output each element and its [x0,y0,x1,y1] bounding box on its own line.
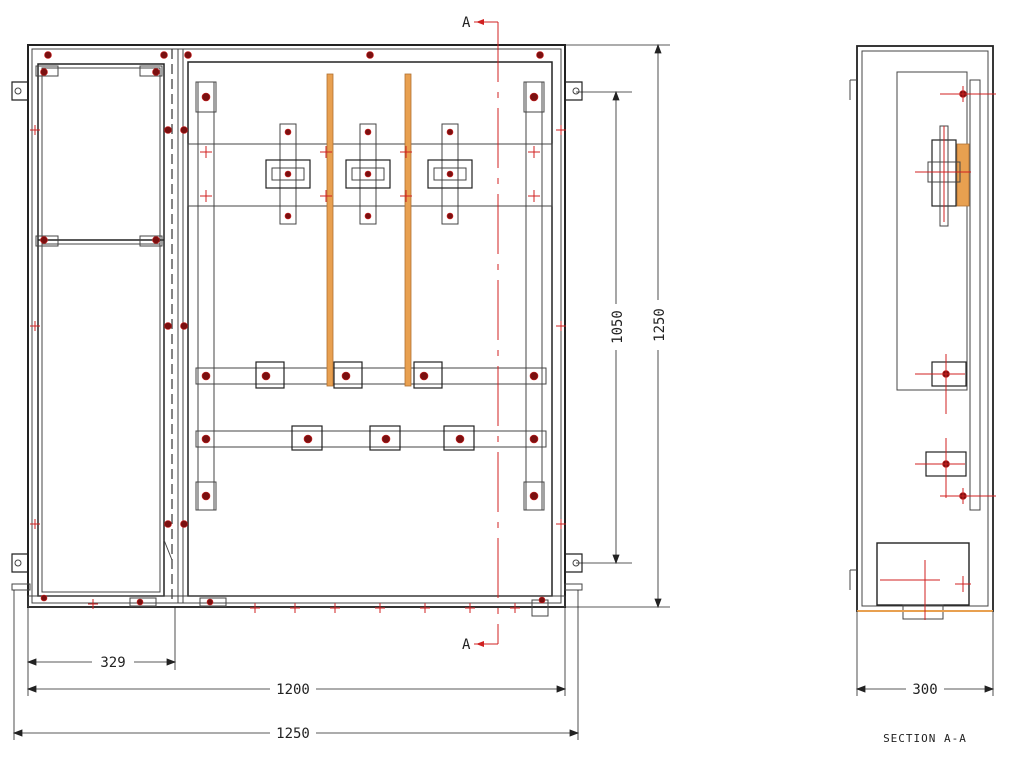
dimension-1200: 1200 [276,682,310,698]
front-view [11,19,670,740]
side-busbar [956,143,970,207]
section-line-a-a [474,19,499,647]
insulator-2 [345,123,391,225]
din-rail-lower [195,430,547,448]
side-mounting-plate [896,71,968,391]
dimension-329: 329 [100,655,125,671]
dimension-300: 300 [912,682,937,698]
dimension-lines [12,43,670,740]
insulator-3 [427,123,473,225]
bolt-markers [40,51,546,606]
dimension-1250-horizontal: 1250 [276,726,310,742]
side-rail [969,79,981,511]
right-compartment [187,61,553,597]
insulator-1 [265,123,311,225]
din-rail-upper [195,367,547,385]
side-view [849,45,996,696]
busbar-2 [404,73,412,387]
centerline-crosses [30,125,566,613]
side-enclosure-outline [856,45,994,612]
dimension-1250-vertical: 1250 [652,308,668,342]
left-compartment [35,63,173,597]
busbar-1 [326,73,334,387]
mounting-plate [187,143,553,207]
section-caption: SECTION A-A [883,732,967,745]
section-marker-top: A [462,15,471,31]
mounting-lugs [11,81,583,591]
dimension-1050: 1050 [610,310,626,344]
gland-box [876,542,970,606]
section-marker-bottom: A [462,637,471,653]
